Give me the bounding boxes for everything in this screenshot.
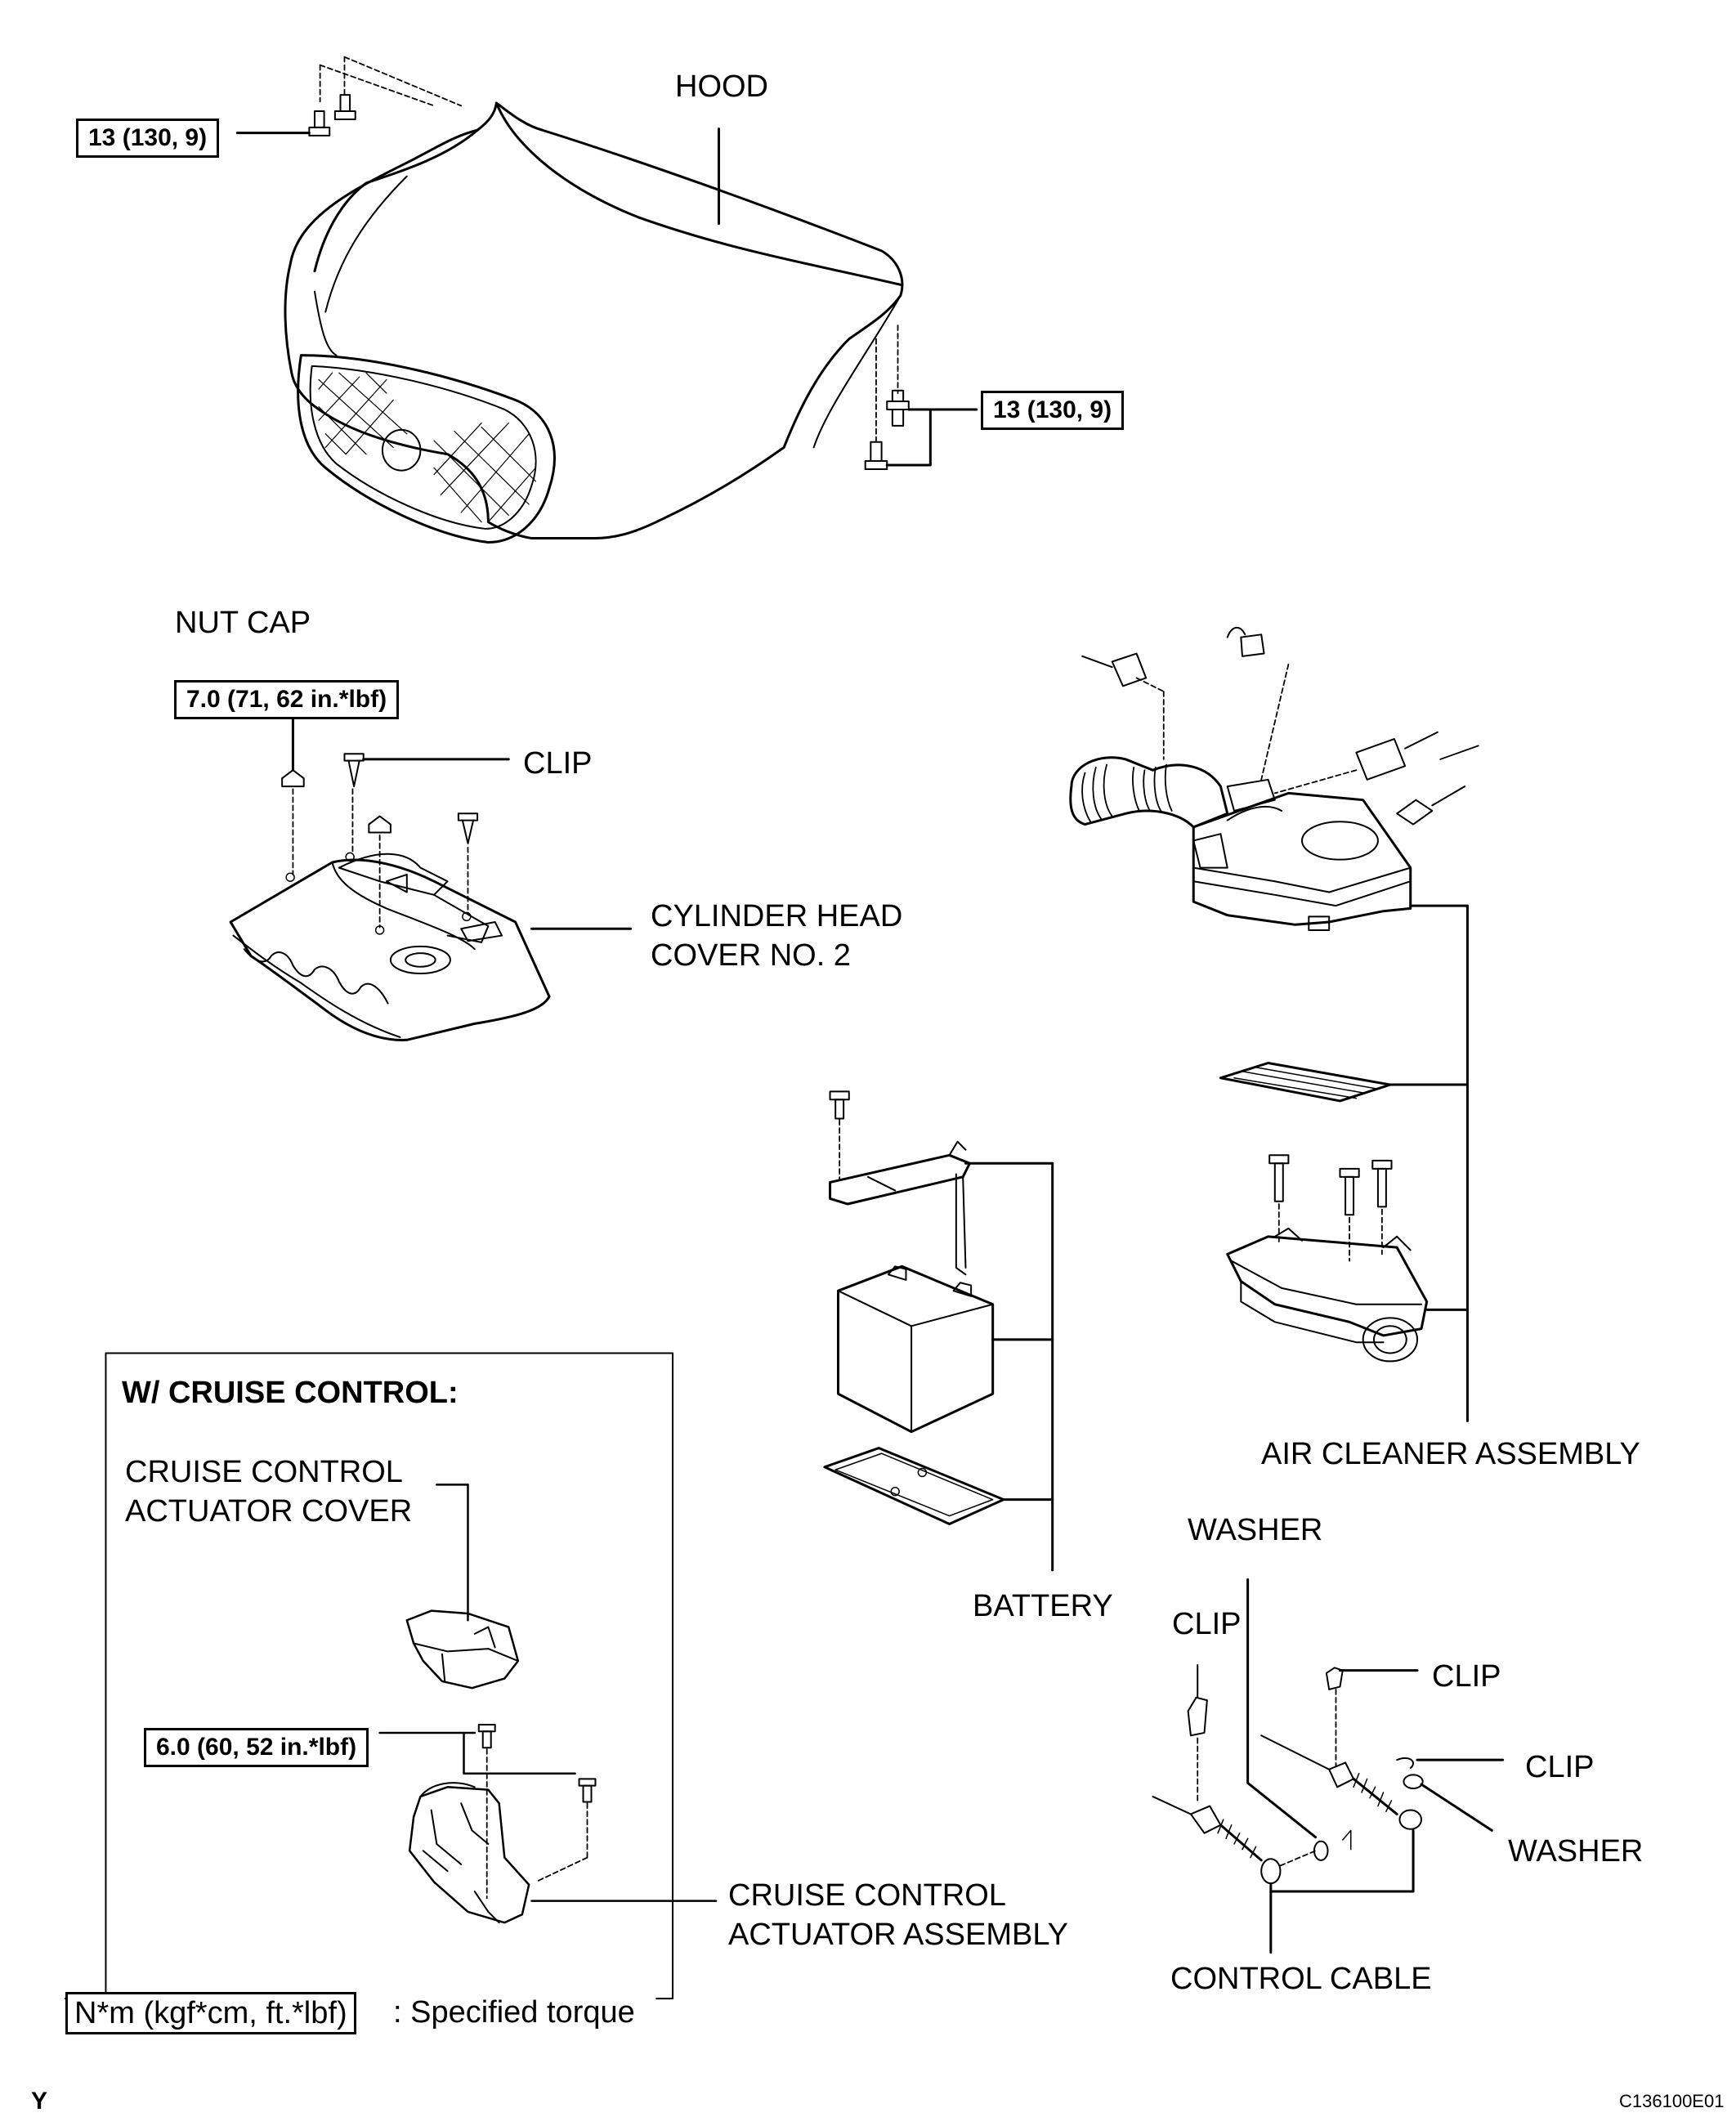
- washer-label-right: WASHER: [1508, 1834, 1644, 1869]
- air-cleaner-upper: [1071, 628, 1479, 930]
- hood-label: HOOD: [675, 69, 768, 104]
- clip-label-top: CLIP: [523, 746, 593, 781]
- cover-fasteners: [282, 712, 630, 929]
- hood-bolts-left: [237, 57, 461, 136]
- cylinder-head-cover: [230, 853, 549, 1040]
- cruise-actuator-cover: [407, 1484, 518, 1688]
- torque-unit-legend: N*m (kgf*cm, ft.*lbf): [65, 1992, 356, 2034]
- corner-mark-left: Y: [31, 2088, 48, 2115]
- battery-box: [838, 1266, 1052, 1431]
- torque-box-hood-left: 13 (130, 9): [76, 119, 220, 158]
- cruise-assembly-label-1: CRUISE CONTROL: [728, 1878, 1006, 1913]
- hood-panel: [285, 103, 902, 542]
- washer-label-top: WASHER: [1188, 1513, 1323, 1547]
- cruise-assembly-label-2: ACTUATOR ASSEMBLY: [728, 1918, 1068, 1952]
- torque-box-hood-right: 13 (130, 9): [981, 391, 1125, 430]
- cylinder-head-cover-label-1: CYLINDER HEAD: [651, 899, 903, 933]
- clip-label-left: CLIP: [1172, 1607, 1242, 1641]
- torque-legend-text: : Specified torque: [393, 1995, 635, 2030]
- cylinder-head-cover-label-2: COVER NO. 2: [651, 938, 851, 973]
- clip-label-right: CLIP: [1432, 1659, 1501, 1694]
- cruise-cover-label-2: ACTUATOR COVER: [125, 1494, 413, 1528]
- nut-cap-label: NUT CAP: [175, 606, 311, 640]
- torque-box-nut-cap: 7.0 (71, 62 in.*lbf): [174, 680, 400, 719]
- figure-code: C136100E01: [1619, 2091, 1725, 2111]
- control-cable-label: CONTROL CABLE: [1170, 1962, 1432, 1996]
- battery-tray: [825, 1448, 1053, 1524]
- control-cable-assembly: [1152, 1580, 1502, 1953]
- battery-label: BATTERY: [973, 1589, 1113, 1623]
- air-cleaner-label: AIR CLEANER ASSEMBLY: [1261, 1437, 1640, 1471]
- inset-title: W/ CRUISE CONTROL:: [122, 1376, 459, 1410]
- torque-box-cruise: 6.0 (60, 52 in.*lbf): [144, 1728, 369, 1767]
- air-filter-element: [1220, 1063, 1467, 1101]
- air-cleaner-case: [1228, 1155, 1468, 1361]
- clip-label-right-2: CLIP: [1525, 1750, 1595, 1784]
- cruise-cover-label-1: CRUISE CONTROL: [125, 1455, 403, 1489]
- hood-bolts-right: [866, 325, 977, 469]
- battery-clamp: [830, 1091, 1053, 1274]
- cruise-actuator-assembly: [380, 1725, 717, 1922]
